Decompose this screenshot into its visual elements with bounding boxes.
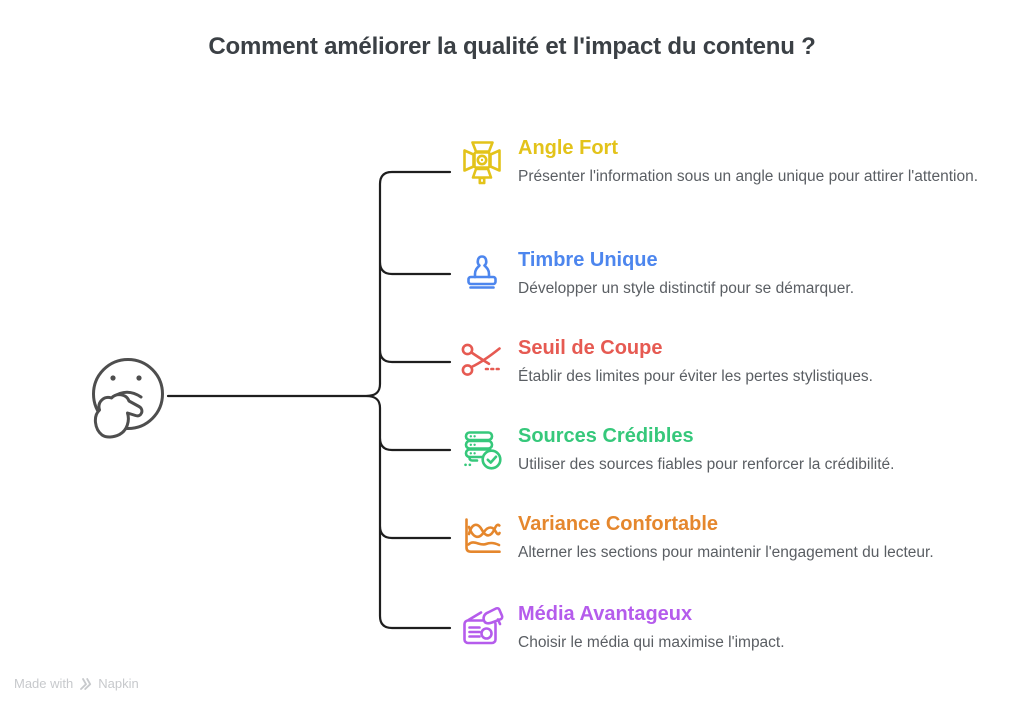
topic-label: Timbre Unique	[518, 249, 658, 271]
topic-item-variance-confortable: Variance Confortable Alterner les sectio…	[458, 511, 978, 563]
topic-item-sources-credibles: Sources Crédibles Utiliser des sources f…	[458, 423, 978, 475]
made-with-label: Made with	[14, 676, 74, 691]
topic-description: Utiliser des sources fiables pour renfor…	[518, 456, 895, 473]
topic-description: Alterner les sections pour maintenir l'e…	[518, 544, 934, 561]
topic-description: Présenter l'information sous un angle un…	[518, 168, 978, 185]
brand-label: Napkin	[98, 676, 139, 691]
made-with-napkin-watermark: Made with Napkin	[14, 676, 139, 691]
topic-description: Choisir le média qui maximise l'impact.	[518, 634, 785, 651]
scissors-icon	[461, 343, 504, 376]
topic-label: Sources Crédibles	[518, 425, 694, 447]
studio-light-icon	[463, 141, 501, 185]
topic-description: Développer un style distinctif pour se d…	[518, 280, 855, 297]
topic-item-timbre-unique: Timbre Unique Développer un style distin…	[458, 247, 978, 299]
wave-chart-icon	[465, 518, 501, 554]
stamp-icon	[467, 255, 497, 289]
server-check-icon	[464, 431, 502, 470]
topic-description: Établir des limites pour éviter les pert…	[518, 368, 873, 385]
topic-item-media-avantageux: Média Avantageux Choisir le média qui ma…	[458, 601, 978, 653]
napkin-logo-icon	[80, 677, 92, 690]
topic-label: Média Avantageux	[518, 603, 693, 625]
topic-item-seuil-de-coupe: Seuil de Coupe Établir des limites pour …	[458, 335, 978, 387]
topic-label: Variance Confortable	[518, 513, 719, 535]
topic-label: Seuil de Coupe	[518, 337, 663, 359]
radio-megaphone-icon	[463, 606, 504, 645]
thinking-face-icon	[92, 358, 164, 439]
topic-item-angle-fort: Angle Fort Présenter l'information sous …	[458, 135, 978, 187]
page-title: Comment améliorer la qualité et l'impact…	[208, 33, 816, 60]
topic-label: Angle Fort	[518, 137, 618, 159]
